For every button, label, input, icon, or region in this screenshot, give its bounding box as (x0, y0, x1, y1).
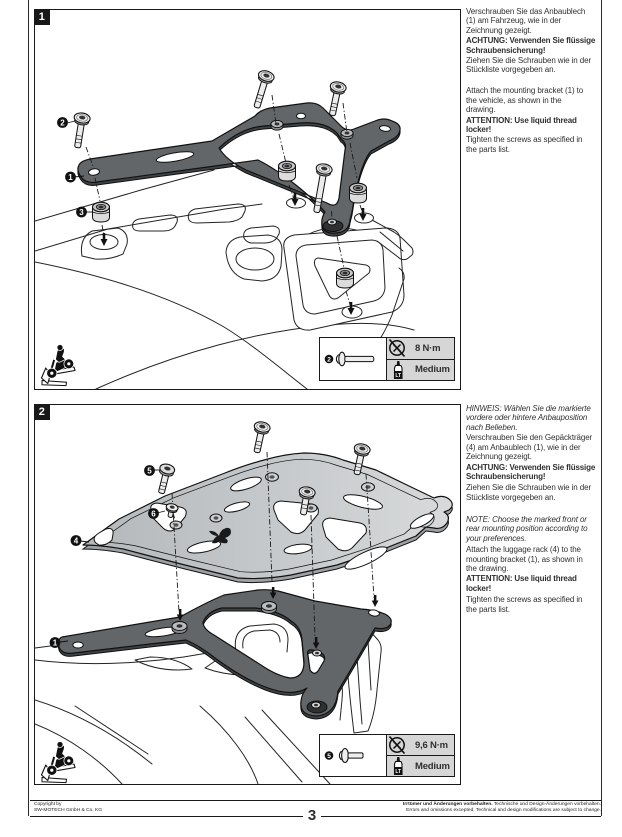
svg-text:LT: LT (395, 373, 401, 379)
svg-text:5: 5 (147, 467, 152, 476)
svg-text:3: 3 (79, 208, 84, 217)
svg-text:4: 4 (74, 537, 79, 546)
svg-text:5: 5 (327, 753, 331, 760)
svg-text:1: 1 (68, 173, 73, 182)
svg-text:1: 1 (53, 639, 58, 648)
svg-text:2: 2 (327, 357, 331, 364)
svg-text:LT: LT (395, 769, 401, 775)
svg-text:6: 6 (151, 510, 156, 519)
svg-text:2: 2 (60, 119, 65, 128)
